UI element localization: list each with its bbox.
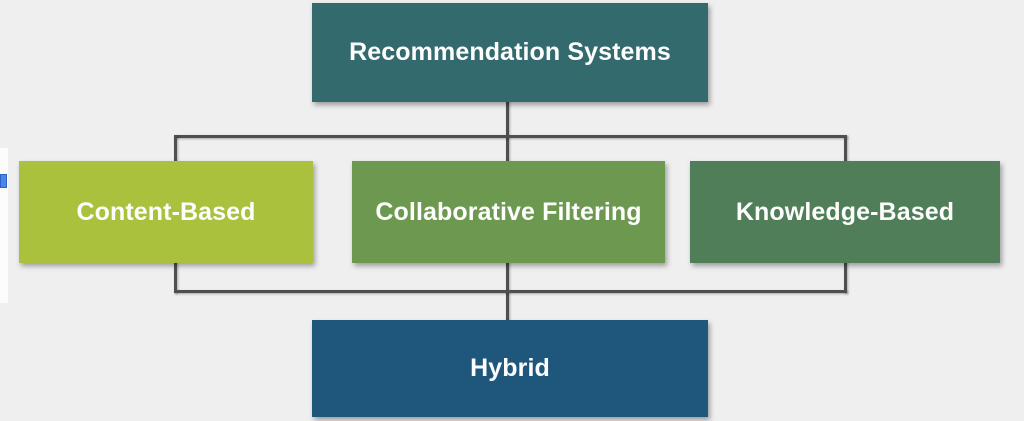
node-content-based-label: Content-Based <box>76 197 256 226</box>
connector-root-to-collaborative <box>506 99 509 163</box>
connector-drop-knowledge-based <box>844 135 847 162</box>
connector-top-horizontal <box>174 135 847 138</box>
node-knowledge-based-label: Knowledge-Based <box>735 197 955 226</box>
left-edge-white-strip <box>0 148 8 303</box>
node-recommendation-systems: Recommendation Systems <box>312 3 708 102</box>
node-content-based: Content-Based <box>19 161 313 263</box>
node-hybrid-label: Hybrid <box>470 354 550 382</box>
node-collaborative-filtering: Collaborative Filtering <box>352 161 665 263</box>
connector-bottom-horizontal <box>174 290 847 293</box>
node-hybrid: Hybrid <box>312 320 708 417</box>
connector-rise-content-based <box>174 260 177 293</box>
connector-rise-knowledge-based <box>844 260 847 293</box>
left-edge-blue-marker <box>0 174 7 188</box>
node-knowledge-based: Knowledge-Based <box>690 161 1000 263</box>
connector-drop-content-based <box>174 135 177 162</box>
node-collaborative-filtering-label: Collaborative Filtering <box>375 197 642 226</box>
node-recommendation-systems-label: Recommendation Systems <box>349 38 671 66</box>
